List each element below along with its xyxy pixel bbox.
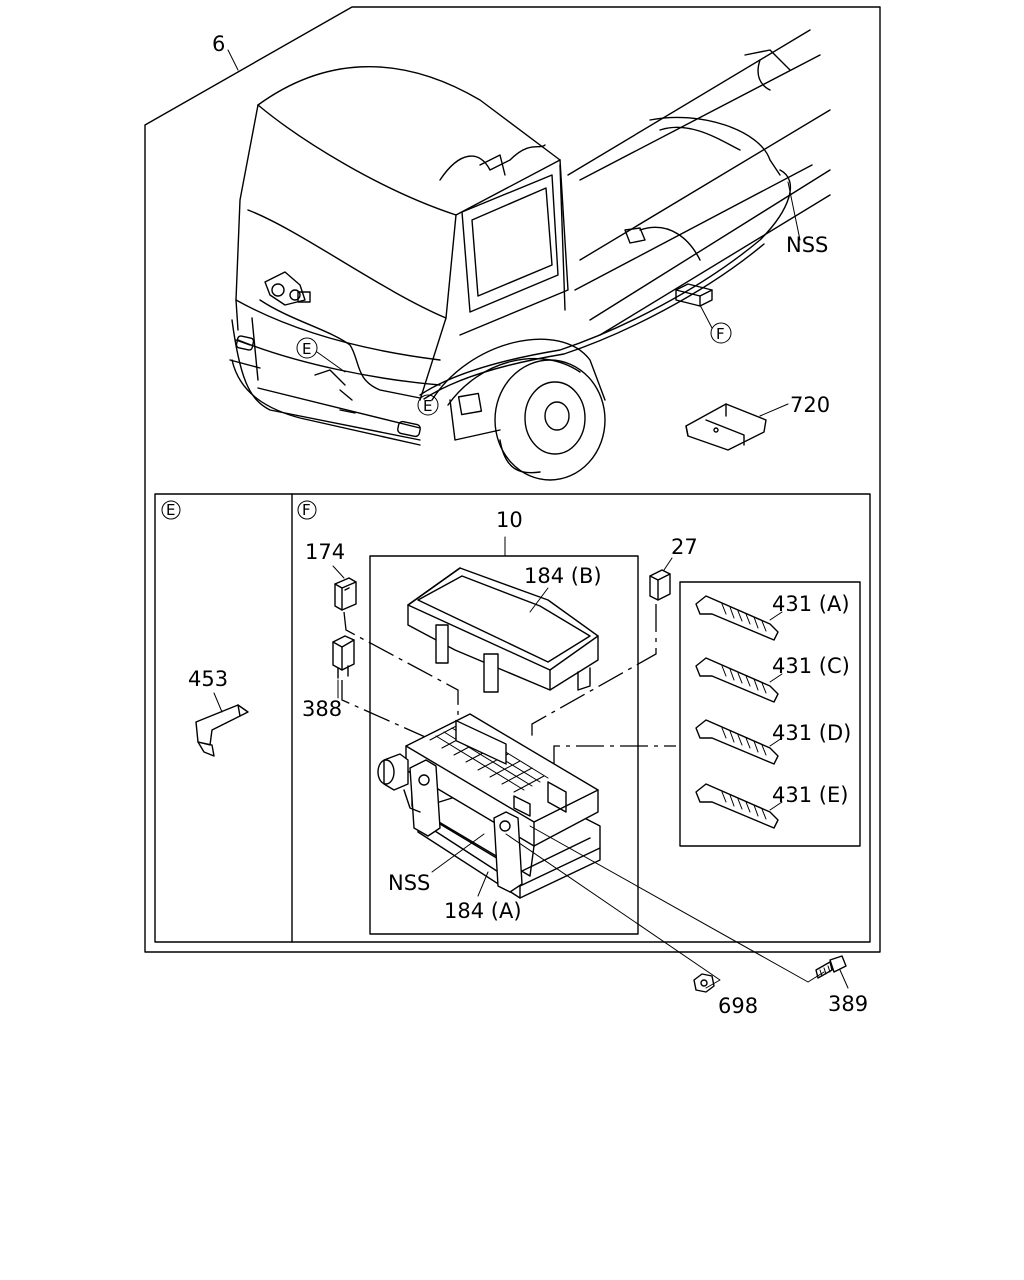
callout-698: 698 (718, 994, 758, 1018)
connector-431e-drawing (695, 783, 779, 829)
panel-f: F 10 184 (B) 174 (297, 500, 861, 935)
bolt-389-drawing (815, 955, 847, 979)
callout-circle-f-top: F (710, 322, 732, 344)
callout-circle-e-upper: E (296, 337, 318, 359)
callout-184b: 184 (B) (524, 564, 602, 588)
callout-nss-box: NSS (388, 871, 430, 895)
bolt-389-leader (529, 825, 825, 983)
outer-frame (144, 6, 881, 953)
nut-698-leader (505, 833, 721, 989)
connector-431c-drawing (695, 657, 779, 703)
relay-174-drawing (334, 577, 357, 611)
circle-e-lower-letter: E (423, 397, 432, 415)
connector-431d-drawing (695, 719, 779, 765)
callout-431d: 431 (D) (772, 721, 851, 745)
clip-453-drawing (195, 704, 249, 757)
callout-174: 174 (305, 540, 345, 564)
callout-27: 27 (671, 535, 698, 559)
detail-panels-frame (154, 493, 871, 943)
circle-f-top-letter: F (716, 325, 725, 343)
callout-184a: 184 (A) (444, 899, 522, 923)
callout-431a: 431 (A) (772, 592, 850, 616)
truck-illustration (227, 29, 831, 481)
circle-e-upper-letter: E (302, 340, 311, 358)
callout-389: 389 (828, 992, 868, 1016)
callout-453: 453 (188, 667, 228, 691)
panel-e-letter: E (166, 501, 175, 519)
panel-f-letter: F (302, 501, 311, 519)
nut-698-drawing (693, 973, 715, 993)
fuse-box-body-drawing (377, 713, 601, 899)
cover-184b-drawing (407, 567, 599, 693)
relay-388-drawing (332, 635, 355, 679)
connector-431a-drawing (695, 595, 779, 641)
callout-720: 720 (790, 393, 830, 417)
callout-10: 10 (496, 508, 523, 532)
callout-388: 388 (302, 697, 342, 721)
callout-431e: 431 (E) (772, 783, 848, 807)
bracket-720-drawing (685, 403, 789, 451)
callout-circle-e-lower: E (417, 394, 439, 416)
callout-nss-top: NSS (786, 233, 828, 257)
panel-e: E 453 (161, 500, 249, 757)
fuse-27-drawing (649, 569, 671, 601)
callout-6: 6 (212, 32, 225, 56)
callout-431c: 431 (C) (772, 654, 850, 678)
